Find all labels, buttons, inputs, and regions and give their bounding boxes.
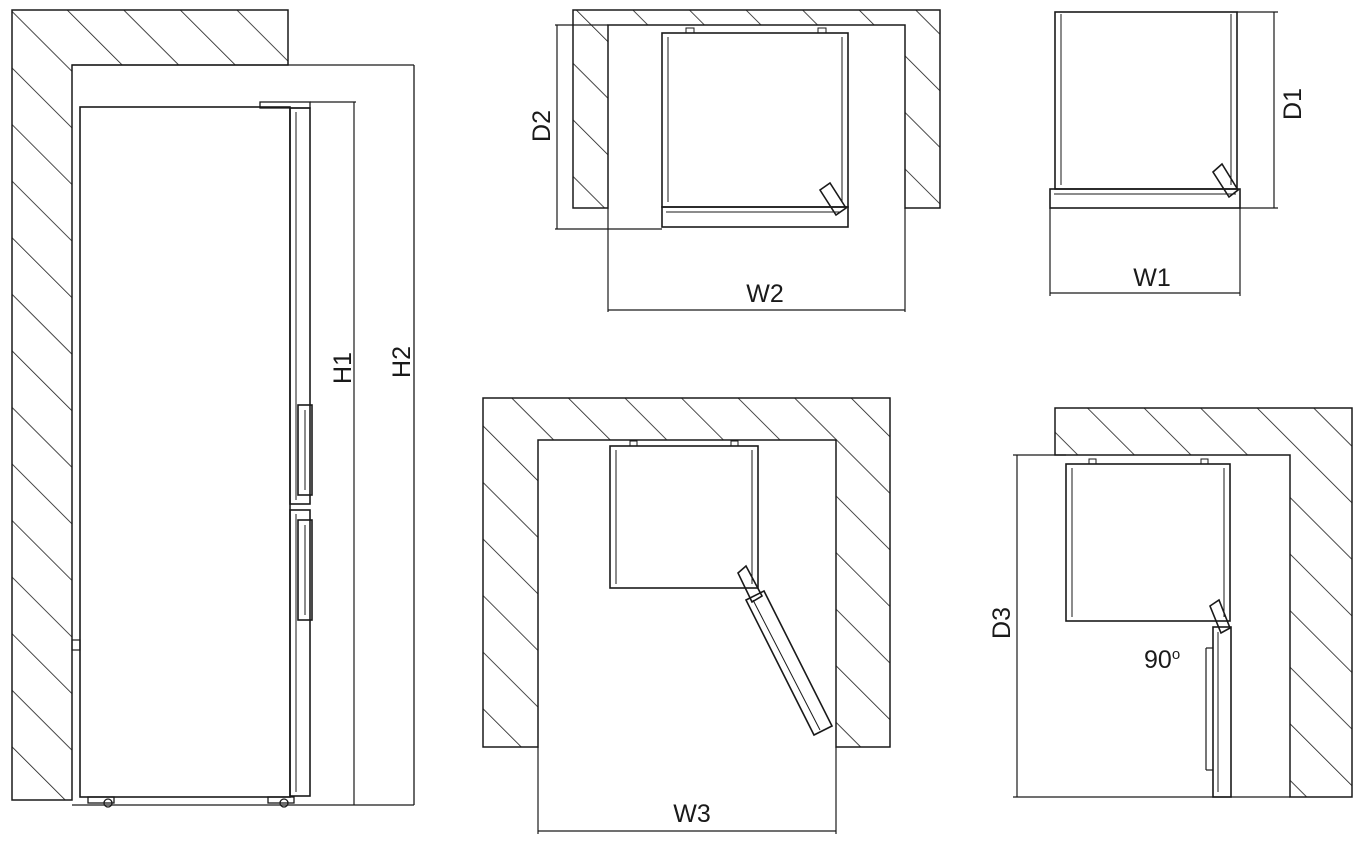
d3-wall-hatch [1054, 407, 1353, 798]
top-view-door-open-depth: D3 90o [988, 407, 1353, 798]
fridge-side-body [79, 106, 291, 798]
d1-door [1049, 188, 1241, 209]
d2-label: D2 [528, 110, 556, 142]
d2-handle [818, 181, 848, 217]
d1-handle [1211, 162, 1240, 199]
d3-handle [1209, 598, 1232, 635]
side-view: H1 H2 [11, 9, 416, 808]
w3-fridge-body [609, 445, 759, 589]
front-foot [267, 796, 295, 804]
angle-degree-sign: o [1172, 646, 1180, 663]
top-view-door-open-width: W3 [482, 397, 891, 834]
rear-foot [87, 796, 115, 804]
d3-label: D3 [988, 607, 1016, 639]
angle-label: 90o [1144, 646, 1180, 674]
side-niche-outline [72, 64, 415, 805]
d3-fridge-body [1065, 463, 1231, 622]
d1-label: D1 [1279, 88, 1307, 120]
w2-label: W2 [746, 280, 784, 308]
w3-handle [737, 564, 764, 604]
top-hinge [259, 101, 311, 109]
d3-open-door [1212, 626, 1232, 798]
side-wall-hatch [11, 9, 289, 801]
h1-label: H1 [329, 352, 357, 384]
h2-label: H2 [388, 346, 416, 378]
fridge-door-lower [289, 509, 311, 797]
w1-label: W1 [1133, 264, 1171, 292]
lower-handle [297, 519, 313, 621]
d1-fridge-body [1054, 11, 1238, 190]
w3-label: W3 [673, 800, 711, 828]
top-view-freestanding: D1 W1 [1049, 11, 1307, 296]
d2-wall-hatch [572, 9, 941, 209]
fridge-door-upper [289, 107, 311, 505]
angle-value: 90 [1144, 646, 1172, 674]
d2-fridge-body [661, 32, 849, 208]
w3-open-door [744, 589, 834, 737]
d2-door [661, 206, 849, 228]
upper-handle [297, 404, 313, 496]
top-view-recessed: D2 W2 [528, 9, 941, 312]
w3-wall-hatch [482, 397, 891, 748]
